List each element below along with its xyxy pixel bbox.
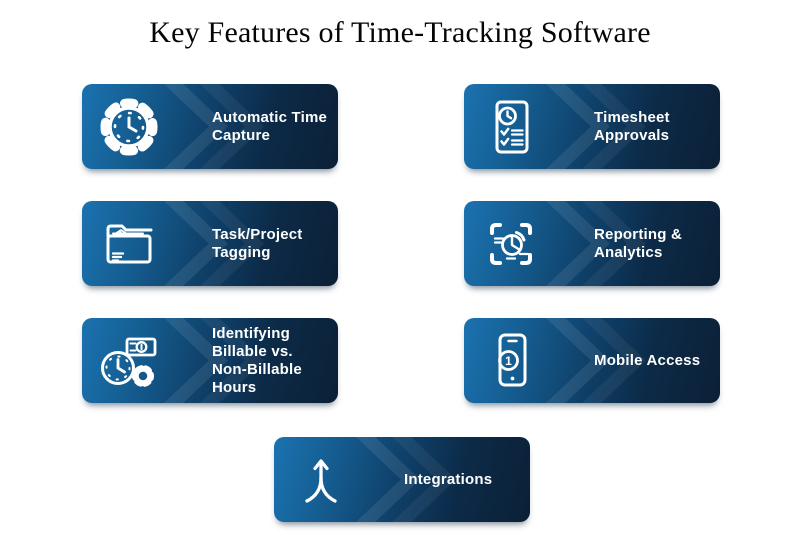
merge-arrow-icon xyxy=(289,448,353,512)
clock-money-gear-icon xyxy=(97,329,161,393)
card-label: Mobile Access xyxy=(594,351,701,369)
gear-clock-icon xyxy=(97,95,161,159)
svg-text:1: 1 xyxy=(505,354,512,368)
card-reporting-analytics: Reporting & Analytics xyxy=(464,201,720,286)
card-label: Integrations xyxy=(404,470,493,488)
folder-tag-icon xyxy=(97,212,161,276)
card-label: Identifying Billable vs. Non-Billable Ho… xyxy=(212,324,302,396)
card-billable-hours: Identifying Billable vs. Non-Billable Ho… xyxy=(82,318,338,403)
card-label: Timesheet Approvals xyxy=(594,108,670,144)
pie-chart-board-icon xyxy=(479,212,543,276)
card-label: Automatic Time Capture xyxy=(212,108,328,144)
smartphone-badge-icon: 1 xyxy=(479,329,543,393)
card-timesheet-approvals: Timesheet Approvals xyxy=(464,84,720,169)
timesheet-checklist-icon xyxy=(479,95,543,159)
card-task-project-tagging: Task/Project Tagging xyxy=(82,201,338,286)
card-mobile-access: 1 Mobile Access xyxy=(464,318,720,403)
card-label: Task/Project Tagging xyxy=(212,225,303,261)
card-integrations: Integrations xyxy=(274,437,530,522)
card-label: Reporting & Analytics xyxy=(594,225,683,261)
page-title: Key Features of Time-Tracking Software xyxy=(149,16,651,49)
card-automatic-time-capture: Automatic Time Capture xyxy=(82,84,338,169)
